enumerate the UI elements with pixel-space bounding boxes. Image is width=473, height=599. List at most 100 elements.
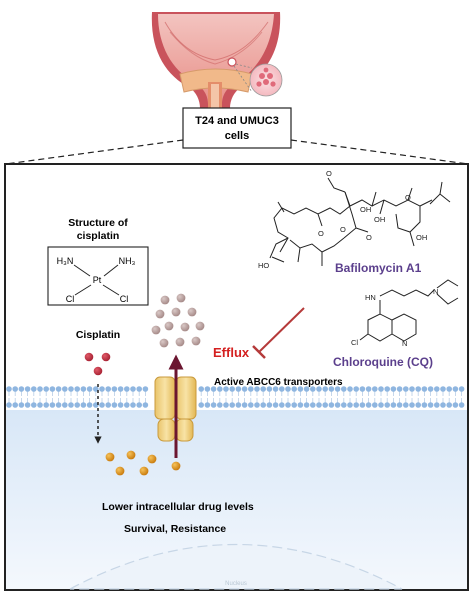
lipid-head (6, 386, 12, 392)
drug-particle (126, 450, 136, 460)
lipid-head (80, 402, 87, 408)
lipid-head (334, 402, 341, 408)
drug-particle (139, 466, 149, 476)
lipid-head (291, 402, 298, 408)
lipid-head (241, 402, 248, 408)
lipid-head (223, 402, 229, 408)
lipid-head (12, 386, 18, 392)
cisplatin-h3n: H₃N (57, 256, 74, 266)
effluxed-particle (155, 309, 165, 319)
effluxed-particle (191, 336, 201, 346)
effluxed-particle (195, 321, 205, 331)
lipid-head (291, 386, 298, 392)
lipid-head (248, 386, 254, 392)
lipid-head (279, 402, 285, 408)
cisplatin-structure-title-2: cisplatin (77, 230, 120, 242)
lipid-head (105, 402, 111, 408)
lipid-head (74, 386, 80, 392)
lipid-head (198, 386, 204, 392)
effluxed-particle (180, 322, 190, 332)
lipid-head (235, 402, 242, 408)
lipid-head (117, 386, 124, 392)
lipid-head (440, 402, 446, 408)
lipid-head (427, 402, 434, 408)
lipid-head (62, 402, 68, 408)
lipid-head (334, 386, 341, 392)
cisplatin-nh3: NH₃ (119, 256, 136, 266)
outcome-text-2: Survival, Resistance (124, 523, 226, 535)
lipid-head (43, 386, 49, 392)
lipid-head (272, 402, 279, 408)
cells-label-line1: T24 and UMUC3 (195, 115, 279, 127)
cisplatin-molecule (101, 352, 111, 362)
lipid-head (142, 386, 149, 392)
lipid-head (49, 386, 56, 392)
baf-atom: O (405, 193, 411, 202)
lipid-head (322, 386, 329, 392)
baf-atom: HO (258, 261, 269, 270)
effluxed-particle (171, 307, 181, 317)
lipid-head (136, 386, 142, 392)
effluxed-drug (151, 293, 205, 348)
lipid-head (415, 402, 422, 408)
lipid-head (434, 402, 440, 408)
lipid-head (111, 402, 118, 408)
lipid-head (217, 402, 223, 408)
lipid-head (37, 386, 43, 392)
cisplatin-structure: Structure of cisplatin H₃N NH₃ Pt Cl Cl (47, 217, 149, 306)
cisplatin-pt: Pt (93, 275, 102, 285)
nucleus-label: Nucleus (225, 581, 247, 587)
lipid-head (403, 402, 409, 408)
baf-atom: OH (360, 205, 371, 214)
lipid-head (297, 386, 304, 392)
lipid-head (272, 386, 279, 392)
lipid-head (266, 386, 273, 392)
lipid-head (43, 402, 49, 408)
lipid-head (415, 386, 422, 392)
nucleus (69, 543, 403, 590)
lipid-head (316, 386, 322, 392)
lipid-head (396, 386, 403, 392)
drug-particle (105, 452, 115, 462)
lipid-head (99, 386, 105, 392)
baf-atom: O (340, 225, 346, 234)
lipid-head (229, 402, 235, 408)
lipid-head (347, 402, 353, 408)
outcome-text-1: Lower intracellular drug levels (102, 501, 254, 513)
lipid-head (124, 402, 130, 408)
cisplatin-structure-title-1: Structure of (68, 217, 128, 229)
lipid-head (136, 402, 142, 408)
lipid-head (353, 386, 360, 392)
lipid-head (458, 402, 465, 408)
lipid-head (285, 386, 291, 392)
lipid-head (440, 386, 446, 392)
effluxed-particle (164, 321, 174, 331)
lipid-head (260, 386, 267, 392)
lipid-head (421, 386, 428, 392)
drug-particle (147, 454, 157, 464)
effluxed-particle (159, 338, 169, 348)
lipid-head (18, 386, 25, 392)
lipid-head (365, 386, 372, 392)
lipid-head (241, 386, 248, 392)
lipid-head (322, 402, 329, 408)
lipid-head (378, 402, 384, 408)
lipid-head (452, 402, 459, 408)
lipid-head (328, 386, 335, 392)
lipid-head (31, 386, 37, 392)
lipid-head (452, 386, 459, 392)
cells-label-line2: cells (225, 130, 249, 142)
abcc6-transporter (154, 376, 197, 442)
lipid-head (266, 402, 273, 408)
lipid-head (105, 386, 111, 392)
lipid-head (229, 386, 235, 392)
lipid-head (341, 402, 347, 408)
lipid-head (434, 386, 440, 392)
lipid-head (378, 386, 384, 392)
lipid-head (235, 386, 242, 392)
lipid-head (223, 386, 229, 392)
lipid-head (353, 402, 360, 408)
baf-atom: OH (416, 233, 427, 242)
